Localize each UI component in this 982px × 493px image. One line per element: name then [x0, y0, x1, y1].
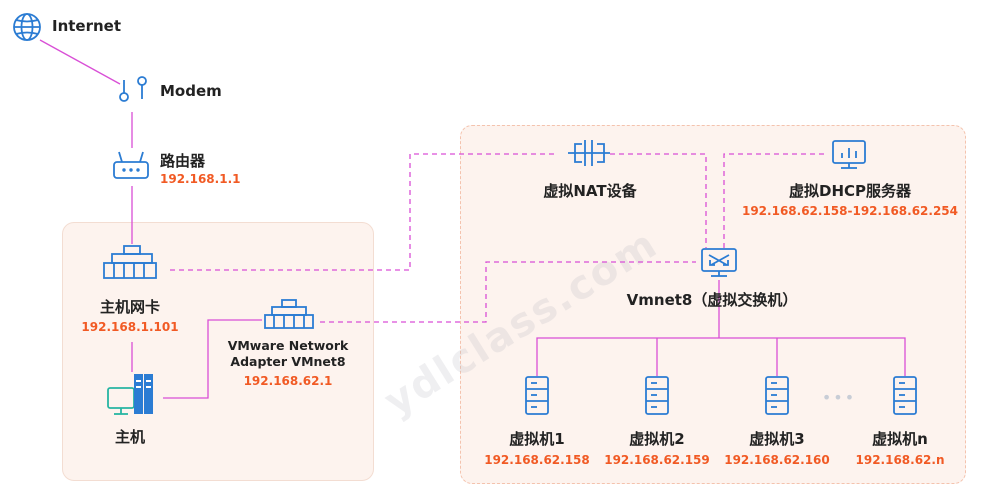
router-label: 路由器 — [160, 152, 206, 170]
vm-label: 虚拟机1 — [509, 430, 565, 448]
nat-label: 虚拟NAT设备 — [543, 182, 637, 200]
modem-icon — [119, 76, 147, 102]
vswitch-label: Vmnet8（虚拟交换机） — [626, 291, 798, 309]
vmnet8-adapter-label-line2: Adapter VMnet8 — [230, 354, 346, 369]
vm-ip: 192.168.62.159 — [604, 453, 710, 467]
router-icon — [113, 151, 149, 179]
line-nic-nat — [170, 153, 555, 271]
dhcp-ip-range: 192.168.62.158-192.168.62.254 — [741, 204, 959, 218]
globe-icon — [13, 13, 41, 41]
vm-label: 虚拟机2 — [629, 430, 685, 448]
vm-ip: 192.168.62.160 — [724, 453, 830, 467]
line-vmnet8-switch — [320, 261, 696, 323]
dhcp-monitor-icon — [832, 140, 866, 169]
vm-ip: 192.168.62.158 — [484, 453, 590, 467]
ellipsis-icon: ••• — [821, 388, 857, 407]
nic-icon — [103, 245, 157, 279]
nat-icon — [568, 140, 610, 166]
router-ip: 192.168.1.1 — [160, 172, 241, 186]
host-nic-label: 主机网卡 — [99, 298, 161, 316]
vmnet8-adapter-label-line1: VMware Network — [227, 338, 349, 353]
modem-label: Modem — [160, 82, 222, 100]
switch-icon — [701, 248, 737, 277]
internet-label: Internet — [52, 17, 122, 35]
vmnet8-adapter-icon — [264, 299, 314, 329]
server-icon — [645, 376, 669, 415]
line-nat-switch — [610, 153, 707, 248]
computer-icon — [107, 374, 153, 415]
line-dhcp-switch — [723, 153, 824, 248]
host-nic-ip: 192.168.1.101 — [81, 320, 179, 334]
server-icon — [765, 376, 789, 415]
server-icon — [525, 376, 549, 415]
virtual-network-region — [460, 125, 966, 484]
server-icon — [893, 376, 917, 415]
host-label: 主机 — [114, 428, 146, 446]
vm-label: 虚拟机n — [872, 430, 928, 448]
vswitch-bus — [536, 337, 906, 376]
line-host-vmnet8 — [163, 319, 262, 399]
vm-label: 虚拟机3 — [749, 430, 805, 448]
line-internet-modem — [39, 39, 121, 85]
dhcp-label: 虚拟DHCP服务器 — [788, 182, 912, 200]
vm-ip: 192.168.62.n — [855, 453, 945, 467]
vmnet8-adapter-ip: 192.168.62.1 — [243, 374, 333, 388]
